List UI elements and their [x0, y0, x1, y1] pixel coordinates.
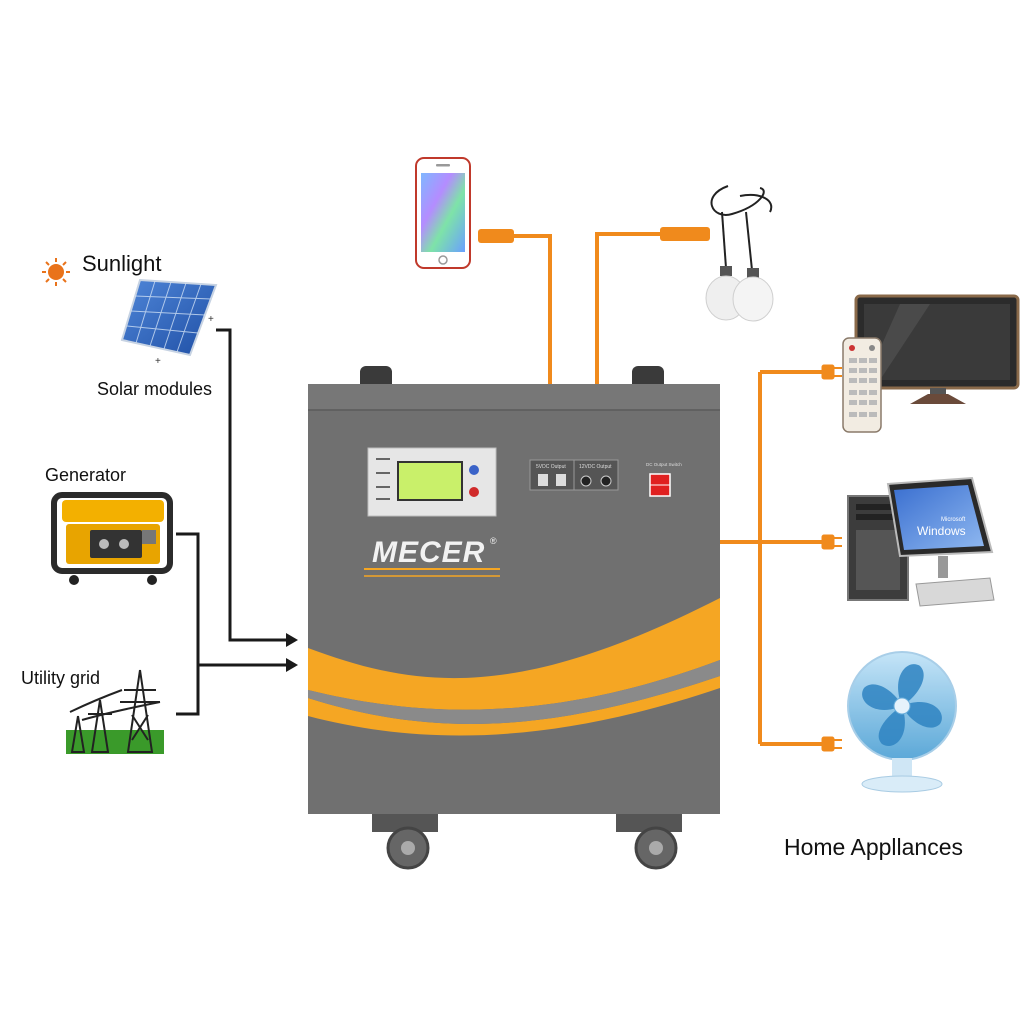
switch-label: DC Output Switch	[646, 462, 682, 467]
phone-icon	[415, 157, 471, 269]
home-appliances-label: Home Appllances	[784, 834, 963, 860]
light-bulbs-icon	[705, 185, 774, 322]
wheel-icon	[616, 812, 682, 870]
dc-plug-icon	[660, 227, 710, 241]
solar-modules-label: Solar modules	[97, 379, 213, 399]
fan-icon	[847, 651, 957, 793]
mecer-power-unit	[308, 366, 720, 870]
tv-icon	[854, 294, 1020, 404]
sunlight-label: Sunlight	[82, 251, 162, 276]
utility-grid-label: Utility grid	[21, 668, 101, 688]
windows-logo-text: Windows	[917, 524, 966, 538]
sun-icon	[42, 258, 70, 286]
computer-icon	[847, 476, 995, 607]
microsoft-logo-text: Microsoft	[941, 517, 966, 523]
remote-control-icon	[842, 337, 882, 433]
input-wires	[176, 328, 288, 716]
usb-port-label: 5VDC Output	[536, 464, 566, 470]
solar-panel-icon: + +	[120, 278, 218, 367]
appliance-cable-bus	[720, 370, 822, 746]
plug-icon	[821, 736, 842, 752]
generator-icon	[51, 492, 173, 585]
wheel-icon	[372, 812, 438, 870]
arrow-icon	[286, 658, 298, 672]
plug-icon	[821, 534, 842, 550]
mecer-logo-text: MECER	[372, 536, 485, 569]
svg-text:+: +	[208, 314, 214, 325]
plug-icon	[821, 364, 842, 380]
generator-label: Generator	[45, 465, 127, 485]
utility-grid-icon	[66, 669, 164, 754]
dc-port-label: 12VDC Output	[579, 464, 612, 470]
usb-plug-icon	[478, 229, 514, 243]
svg-text:+: +	[155, 356, 161, 367]
registered-mark: ®	[490, 536, 497, 546]
arrow-icon	[286, 633, 298, 647]
